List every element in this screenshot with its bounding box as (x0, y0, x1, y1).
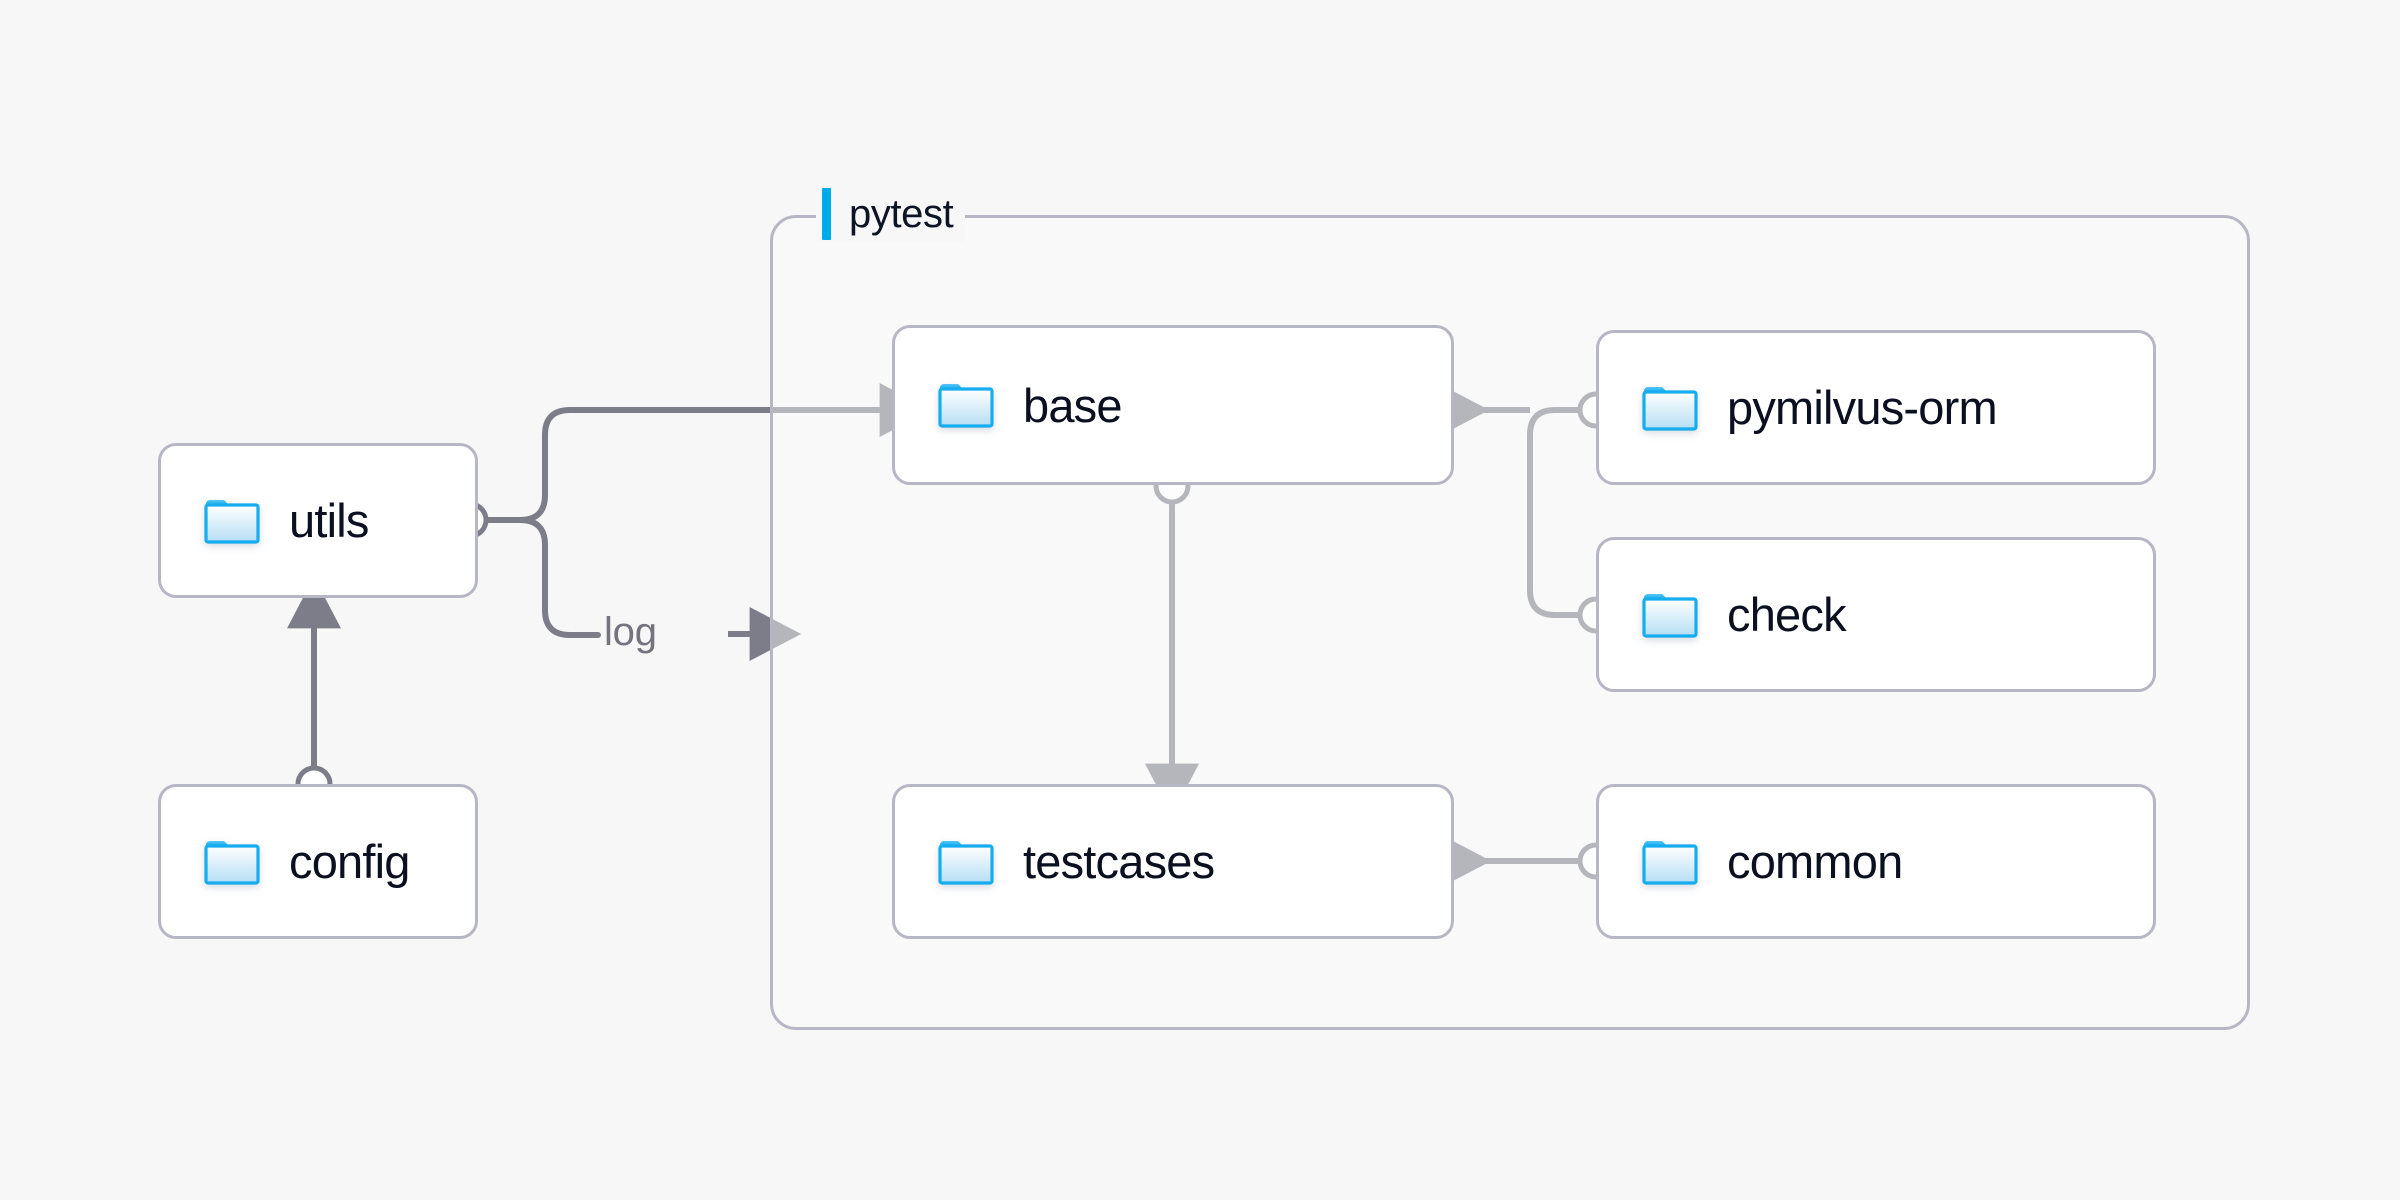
node-label: base (1023, 378, 1123, 432)
group-accent-bar (822, 188, 831, 240)
group-title-text: pytest (849, 191, 954, 236)
node-utils[interactable]: utils (158, 443, 478, 598)
node-label: check (1727, 588, 1847, 641)
node-label: testcases (1023, 835, 1215, 888)
node-label: pymilvus-orm (1727, 381, 1998, 434)
node-base[interactable]: base (892, 325, 1454, 485)
node-label: utils (289, 494, 369, 547)
folder-icon (1641, 838, 1699, 886)
folder-icon (1641, 591, 1699, 639)
folder-icon (203, 497, 261, 545)
folder-icon (203, 838, 261, 886)
folder-icon (937, 838, 995, 886)
node-testcases[interactable]: testcases (892, 784, 1454, 939)
edge-utils-to-log (517, 517, 601, 638)
node-check[interactable]: check (1596, 537, 2156, 692)
node-common[interactable]: common (1596, 784, 2156, 939)
folder-icon (937, 381, 995, 429)
node-label: common (1727, 835, 1903, 888)
group-pytest-label: pytest (816, 186, 966, 242)
folder-icon (1641, 384, 1699, 432)
edge-label-log: log (604, 610, 657, 654)
node-config[interactable]: config (158, 784, 478, 939)
node-pymilvus-orm[interactable]: pymilvus-orm (1596, 330, 2156, 485)
node-label: config (289, 835, 410, 888)
